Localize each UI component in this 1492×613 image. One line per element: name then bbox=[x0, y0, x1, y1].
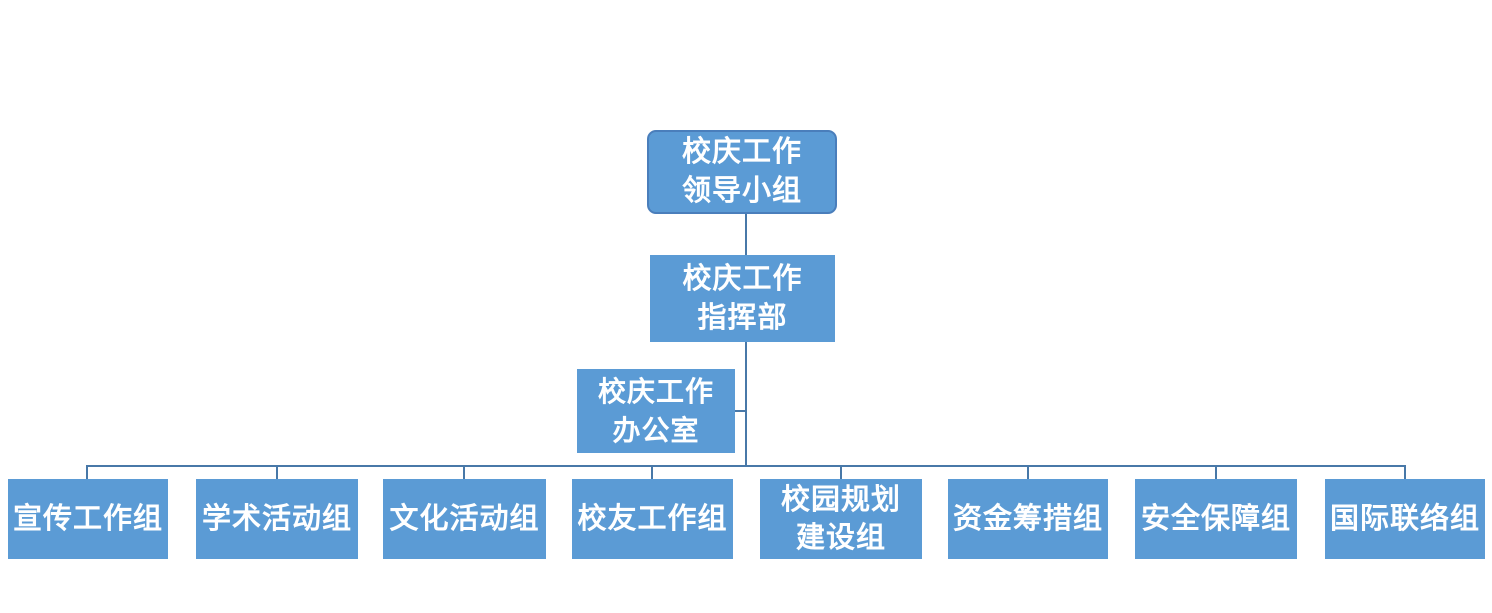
connector-stub-group-5 bbox=[840, 467, 842, 479]
node-group-publicity: 宣传工作组 bbox=[8, 479, 168, 559]
node-label-line: 学术活动组 bbox=[201, 502, 352, 535]
connector-stub-group-3 bbox=[463, 467, 465, 479]
connector-bus bbox=[86, 465, 1406, 467]
node-group-security: 安全保障组 bbox=[1135, 479, 1297, 559]
node-group-fundraising: 资金筹措组 bbox=[948, 479, 1108, 559]
node-label-line: 建设组 bbox=[795, 522, 886, 554]
node-label-line: 校庆工作 bbox=[681, 136, 802, 168]
node-label-line: 领导小组 bbox=[681, 175, 802, 207]
node-label-line: 宣传工作组 bbox=[12, 502, 163, 535]
node-label-line: 办公室 bbox=[612, 415, 700, 446]
connector-command-to-bus bbox=[745, 342, 747, 466]
node-label-line: 指挥部 bbox=[697, 301, 788, 334]
node-group-alumni: 校友工作组 bbox=[572, 479, 733, 559]
node-label-line: 校园规划 bbox=[780, 484, 901, 516]
node-label-line: 校庆工作 bbox=[597, 376, 714, 407]
node-label-line: 校庆工作 bbox=[682, 262, 803, 295]
connector-stub-group-6 bbox=[1027, 467, 1029, 479]
node-label-line: 文化活动组 bbox=[389, 502, 540, 535]
node-group-international-liaison: 国际联络组 bbox=[1325, 479, 1485, 559]
connector-stub-group-4 bbox=[651, 467, 653, 479]
node-label-line: 校友工作组 bbox=[577, 502, 728, 535]
connector-office-stub bbox=[735, 410, 745, 412]
node-group-academic: 学术活动组 bbox=[196, 479, 358, 559]
node-group-campus-planning: 校园规划 建设组 bbox=[760, 479, 922, 559]
connector-root-to-command bbox=[745, 214, 747, 255]
node-command-center: 校庆工作 指挥部 bbox=[650, 255, 835, 342]
node-label-line: 国际联络组 bbox=[1329, 502, 1480, 535]
node-label-line: 安全保障组 bbox=[1140, 502, 1291, 535]
connector-stub-group-2 bbox=[276, 467, 278, 479]
connector-stub-group-7 bbox=[1215, 467, 1217, 479]
node-office: 校庆工作 办公室 bbox=[577, 369, 735, 453]
connector-stub-group-1 bbox=[86, 467, 88, 479]
node-group-cultural: 文化活动组 bbox=[383, 479, 546, 559]
node-label-line: 资金筹措组 bbox=[952, 502, 1103, 535]
node-leading-group: 校庆工作 领导小组 bbox=[647, 130, 837, 214]
connector-stub-group-8 bbox=[1404, 467, 1406, 479]
